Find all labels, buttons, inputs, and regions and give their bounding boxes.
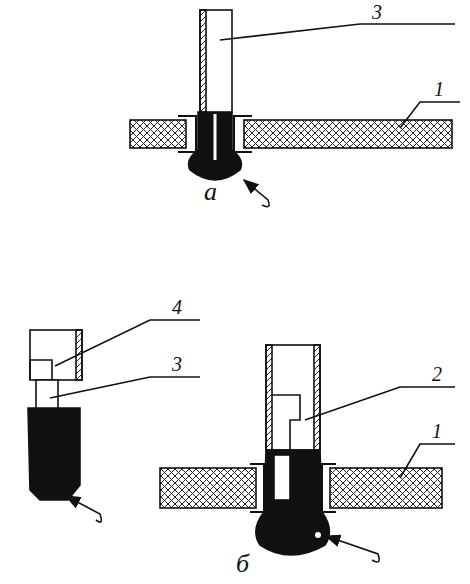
figure-letter: а (204, 178, 217, 206)
callout-number: 2 (432, 363, 442, 385)
figure-letter: б (236, 550, 249, 578)
callout-number: 4 (172, 296, 182, 318)
callout-number: 3 (172, 353, 182, 375)
callout-number: 3 (372, 1, 382, 23)
callout-number: 1 (434, 78, 444, 100)
callout-number: 1 (432, 420, 442, 442)
